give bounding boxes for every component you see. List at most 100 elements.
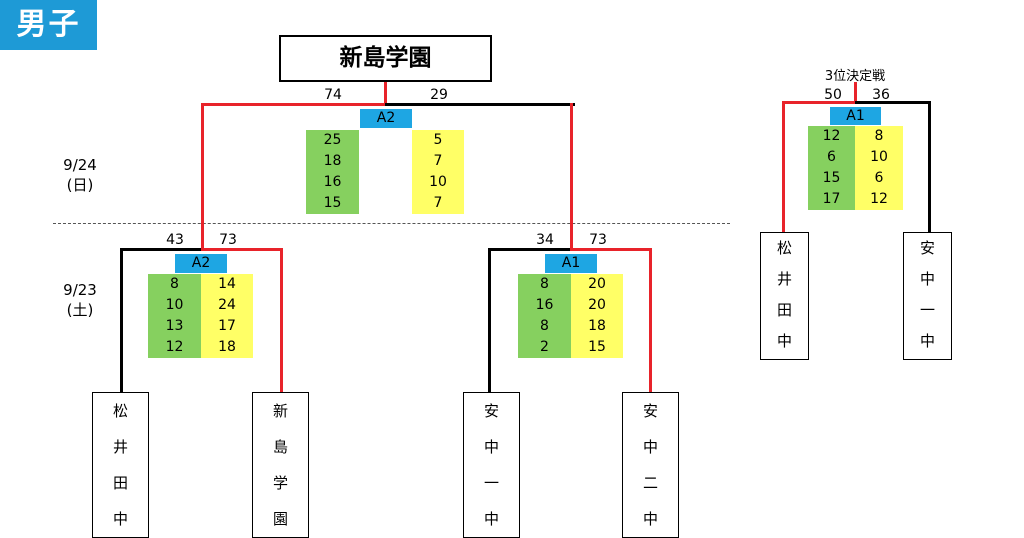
final-set-right-4: 7 — [433, 195, 443, 211]
semi2-line-left-h — [488, 248, 573, 251]
semi2-score-left: 34 — [536, 232, 554, 248]
team-char: 中 — [112, 510, 128, 528]
third-line-left-h — [782, 101, 857, 104]
final-set-left-2: 18 — [323, 153, 342, 169]
day-separator — [53, 223, 730, 224]
semi2-set-left-4: 2 — [540, 339, 549, 355]
team-char: 中 — [642, 438, 658, 456]
team-char: 井 — [112, 438, 128, 456]
date-day2-date: 9/24 — [63, 156, 97, 174]
third-place-label: 3位決定戦 — [824, 69, 886, 84]
third-set-left-4: 17 — [822, 191, 841, 207]
team-char: 安 — [919, 239, 935, 257]
team-char: 中 — [776, 332, 792, 350]
champion-box: 新島学園 — [279, 35, 492, 82]
third-score-right: 36 — [872, 87, 890, 103]
third-set-right-3: 6 — [874, 170, 884, 186]
third-set-left-3: 15 — [822, 170, 841, 186]
final-set-left-3: 16 — [323, 174, 342, 190]
semi1-line-left-h — [120, 248, 204, 251]
third-set-left-2: 6 — [827, 149, 836, 165]
final-set-right-2: 7 — [433, 153, 443, 169]
semi1-set-left-4: 12 — [165, 339, 184, 355]
semi2-sets-left: 8 16 8 2 — [518, 274, 571, 358]
team-char: 学 — [272, 474, 288, 492]
semi2-set-left-3: 8 — [540, 318, 549, 334]
team-box-matsuida: 松 井 田 中 — [92, 392, 149, 538]
date-day2-weekday: (日) — [66, 176, 94, 194]
team-char: 井 — [776, 270, 792, 288]
final-line-left-v — [201, 103, 204, 249]
team-char: 中 — [919, 332, 935, 350]
third-team-box-matsuida: 松 井 田 中 — [760, 232, 809, 360]
semi1-line-right-h — [201, 248, 283, 251]
semi2-line-right-v — [649, 248, 652, 393]
date-day2: 9/24 (日) — [55, 155, 105, 195]
third-set-right-4: 12 — [870, 191, 888, 207]
team-box-annaka2: 安 中 二 中 — [622, 392, 679, 538]
semi2-line-right-h — [570, 248, 652, 251]
team-char: 松 — [776, 239, 792, 257]
third-team-box-annaka1: 安 中 一 中 — [903, 232, 952, 360]
final-score-right: 29 — [430, 87, 448, 103]
semi1-line-left-v — [120, 248, 123, 393]
semi2-score-right: 73 — [589, 232, 607, 248]
date-day1: 9/23 (土) — [55, 280, 105, 320]
team-char: 中 — [483, 438, 499, 456]
final-line-top — [384, 82, 387, 104]
third-set-right-2: 10 — [870, 149, 888, 165]
semi2-set-right-1: 20 — [588, 276, 606, 292]
semi2-sets-right: 20 20 18 15 — [571, 274, 623, 358]
team-char: 島 — [272, 438, 288, 456]
third-line-top — [854, 82, 857, 103]
team-box-annaka1: 安 中 一 中 — [463, 392, 520, 538]
final-court: A2 — [360, 109, 412, 128]
third-sets-left: 12 6 15 17 — [808, 126, 855, 210]
final-line-right-v — [570, 103, 573, 249]
team-char: 一 — [919, 301, 935, 319]
division-tag: 男子 — [0, 0, 97, 50]
team-char: 一 — [483, 474, 499, 492]
semi1-set-left-2: 10 — [165, 297, 184, 313]
team-char: 園 — [272, 510, 288, 528]
semi2-court: A1 — [545, 254, 597, 273]
team-box-niijima: 新 島 学 園 — [252, 392, 309, 538]
semi1-set-right-2: 24 — [218, 297, 236, 313]
third-court: A1 — [830, 107, 881, 125]
final-set-right-1: 5 — [433, 132, 443, 148]
final-score-left: 74 — [324, 87, 342, 103]
third-line-left-v — [782, 101, 785, 234]
semi1-score-right: 73 — [219, 232, 237, 248]
team-char: 二 — [642, 474, 658, 492]
semi2-set-right-2: 20 — [588, 297, 606, 313]
team-char: 田 — [776, 301, 792, 319]
semi1-line-right-v — [280, 248, 283, 393]
team-char: 中 — [483, 510, 499, 528]
date-day1-weekday: (土) — [66, 301, 94, 319]
semi1-court: A2 — [175, 254, 227, 273]
semi1-sets-right: 14 24 17 18 — [201, 274, 253, 358]
semi1-set-right-4: 18 — [218, 339, 236, 355]
date-day1-date: 9/23 — [63, 281, 97, 299]
third-sets-right: 8 10 6 12 — [855, 126, 903, 210]
final-set-right-3: 10 — [429, 174, 447, 190]
semi2-set-right-3: 18 — [588, 318, 606, 334]
semi1-set-left-1: 8 — [170, 276, 179, 292]
final-set-left-4: 15 — [323, 195, 342, 211]
third-score-left: 50 — [824, 87, 842, 103]
semi1-sets-left: 8 10 13 12 — [148, 274, 201, 358]
team-char: 田 — [112, 474, 128, 492]
final-set-left-1: 25 — [323, 132, 342, 148]
semi2-set-left-2: 16 — [535, 297, 554, 313]
team-char: 新 — [272, 402, 288, 420]
team-char: 安 — [483, 402, 499, 420]
final-line-left-h — [201, 103, 386, 106]
final-sets-left: 25 18 16 15 — [306, 130, 359, 214]
final-line-right-h — [385, 103, 575, 106]
final-sets-right: 5 7 10 7 — [412, 130, 464, 214]
third-line-right-h — [855, 101, 931, 104]
team-char: 中 — [919, 270, 935, 288]
semi2-set-right-4: 15 — [588, 339, 606, 355]
semi1-set-right-1: 14 — [218, 276, 236, 292]
semi2-line-left-v — [488, 248, 491, 393]
